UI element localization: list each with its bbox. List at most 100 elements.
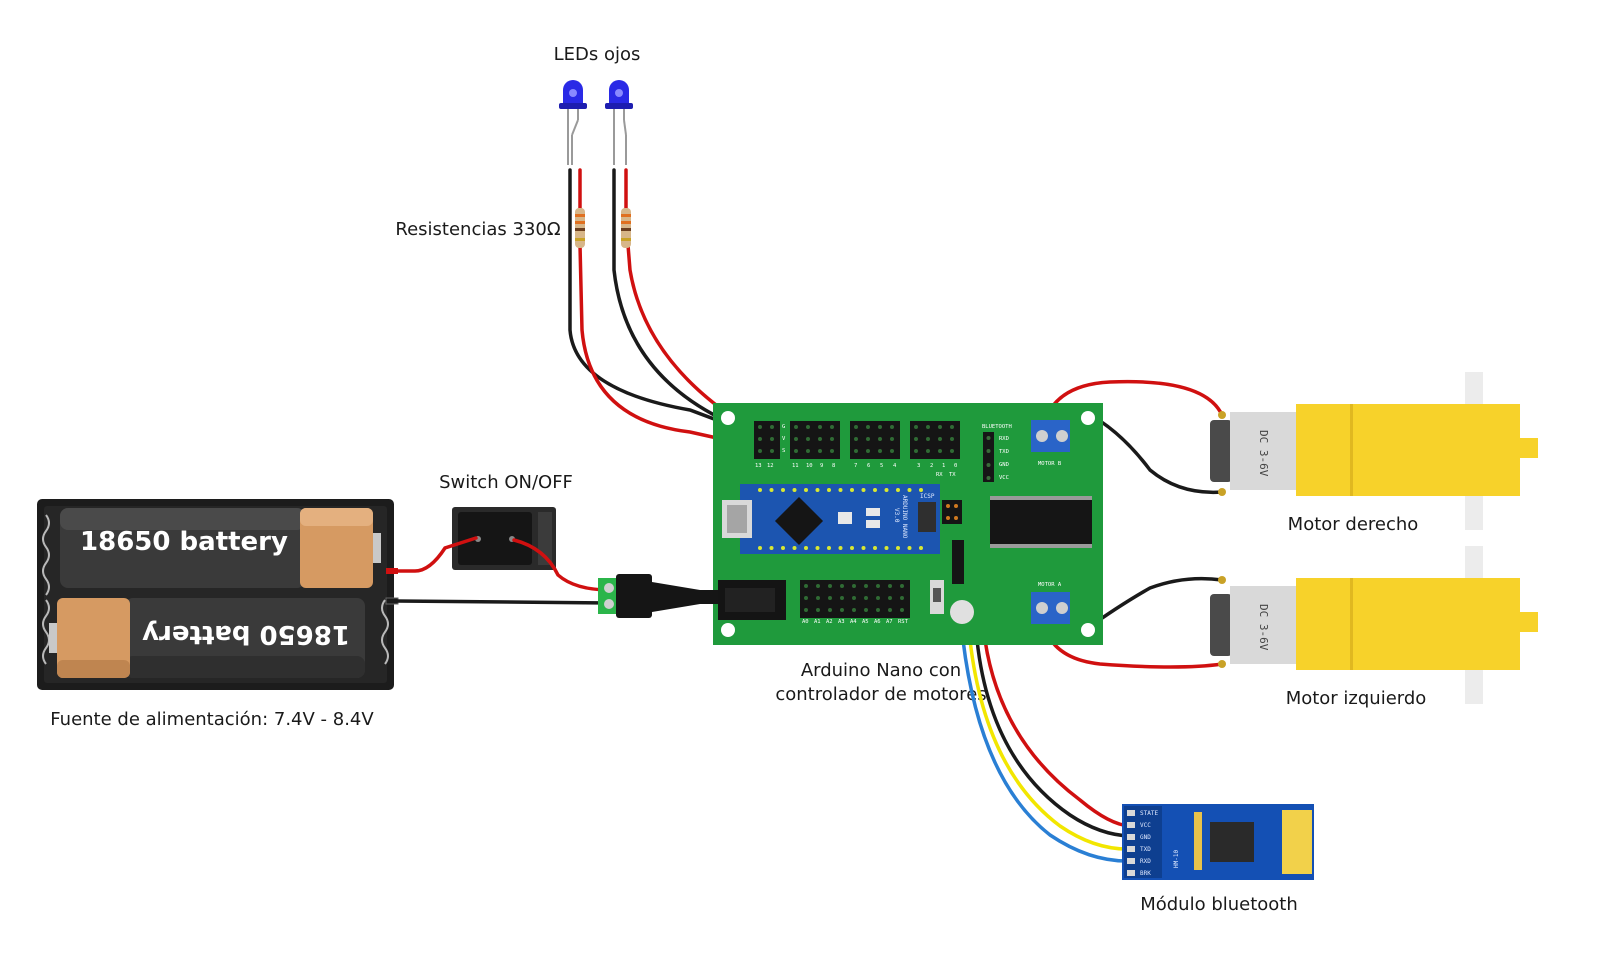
pin-label-6: 6	[867, 463, 870, 469]
header-pin	[926, 449, 930, 453]
battery-cell-top: 18650 battery	[60, 508, 381, 588]
hm10-name: HM-10	[1173, 850, 1180, 868]
pin-label-rx: RX	[936, 472, 943, 478]
header-pin	[926, 437, 930, 441]
header-pin	[840, 596, 844, 600]
header-digital-13-12	[754, 421, 780, 459]
header-pin	[914, 449, 918, 453]
nano-name: ARDUINO NANO	[901, 495, 908, 539]
hm10-pin	[1127, 846, 1135, 852]
header-pin	[864, 596, 868, 600]
icsp-header	[942, 500, 962, 524]
pin	[804, 546, 808, 550]
motor-shield-board: G V S 13 12 11 10 9 8 7 6 5 4 3 2 1 0 RX…	[713, 403, 1103, 645]
battery-cell-bottom-text: 18650 battery	[142, 619, 350, 649]
analog-pin-label: A2	[826, 619, 833, 625]
header-pin	[938, 449, 942, 453]
hm10-pin-vcc: VCC	[1140, 822, 1151, 829]
wire-led1-red	[578, 168, 764, 450]
wire-switch-red	[512, 538, 612, 592]
battery-cell-top-text: 18650 battery	[80, 527, 288, 557]
pin-label-4: 4	[893, 463, 897, 469]
hm10-pin-gnd: GND	[1140, 834, 1151, 841]
bluetooth-header-label: BLUETOOTH	[982, 424, 1012, 430]
row-letter-v: V	[782, 436, 786, 442]
bt-pin-gnd: GND	[999, 462, 1009, 468]
hm10-pin-brk: BRK	[1140, 870, 1151, 877]
pin-label-tx: TX	[949, 472, 956, 478]
header-pin	[890, 449, 894, 453]
led-left	[559, 80, 587, 165]
pin	[850, 546, 854, 550]
header-pin	[914, 425, 918, 429]
hm10-pin	[1127, 834, 1135, 840]
pin-label-2: 2	[930, 463, 933, 469]
header-pin	[876, 584, 880, 588]
analog-pin-label: A5	[862, 619, 869, 625]
header-pin	[876, 596, 880, 600]
barrel-jack	[718, 580, 786, 620]
pin-label-0: 0	[954, 463, 957, 469]
header-pin	[926, 425, 930, 429]
board-slide-switch	[930, 580, 944, 614]
header-digital-3-0	[910, 421, 960, 459]
header-pin	[938, 437, 942, 441]
header-pin	[828, 584, 832, 588]
bt-pin-txd: TXD	[999, 449, 1009, 455]
battery-cell-bottom: 18650 battery	[49, 598, 365, 678]
dc-screw-terminal	[598, 574, 718, 618]
motor-b-label: MOTOR B	[1038, 461, 1062, 467]
header-pin	[888, 584, 892, 588]
pin-label-10: 10	[806, 463, 813, 469]
motor-a-label: MOTOR A	[1038, 582, 1062, 588]
pin	[919, 546, 923, 550]
header-pin	[770, 449, 774, 453]
power-switch	[452, 507, 556, 570]
header-pin	[900, 584, 904, 588]
header-pin	[950, 449, 954, 453]
header-pin	[900, 608, 904, 612]
side-header	[952, 540, 964, 584]
hm10-pin-txd: TXD	[1140, 846, 1151, 853]
pin	[792, 488, 797, 492]
motor-right-marking: DC 3-6V	[1257, 430, 1270, 477]
nano-version: V3.0	[893, 508, 900, 523]
header-pin	[818, 437, 822, 441]
header-pin	[878, 437, 882, 441]
pin	[873, 546, 877, 550]
header-pin	[950, 425, 954, 429]
led-right	[605, 80, 633, 165]
pin-label-12: 12	[767, 463, 774, 469]
board-label-line2: controlador de motores	[775, 684, 986, 705]
wire-batt-red	[394, 536, 478, 573]
header-pin	[938, 425, 942, 429]
header-pin	[794, 449, 798, 453]
header-pin	[890, 437, 894, 441]
analog-pin-label: A7	[886, 619, 893, 625]
header-pin	[804, 596, 808, 600]
bt-pin-rxd: RXD	[999, 436, 1009, 442]
pin	[896, 488, 900, 492]
row-letter-s: S	[782, 448, 785, 454]
pin	[804, 488, 808, 492]
pin	[896, 546, 900, 550]
header-pin	[852, 608, 856, 612]
hm10-pin-rxd: RXD	[1140, 858, 1151, 865]
header-pin	[816, 584, 820, 588]
motor-a-terminal	[1031, 592, 1070, 624]
header-pin	[878, 425, 882, 429]
pin	[758, 546, 762, 550]
wire-led2-black	[612, 168, 778, 434]
header-pin	[950, 437, 954, 441]
pin	[815, 488, 820, 492]
header-pin	[758, 437, 762, 441]
pin	[792, 546, 797, 550]
motor-right: DC 3-6V	[1210, 372, 1538, 530]
header-pin	[866, 449, 870, 453]
pin	[769, 546, 774, 550]
header-pin	[840, 584, 844, 588]
hm10-pin	[1127, 810, 1135, 816]
header-pin	[914, 437, 918, 441]
wire-batt-black	[394, 599, 612, 605]
